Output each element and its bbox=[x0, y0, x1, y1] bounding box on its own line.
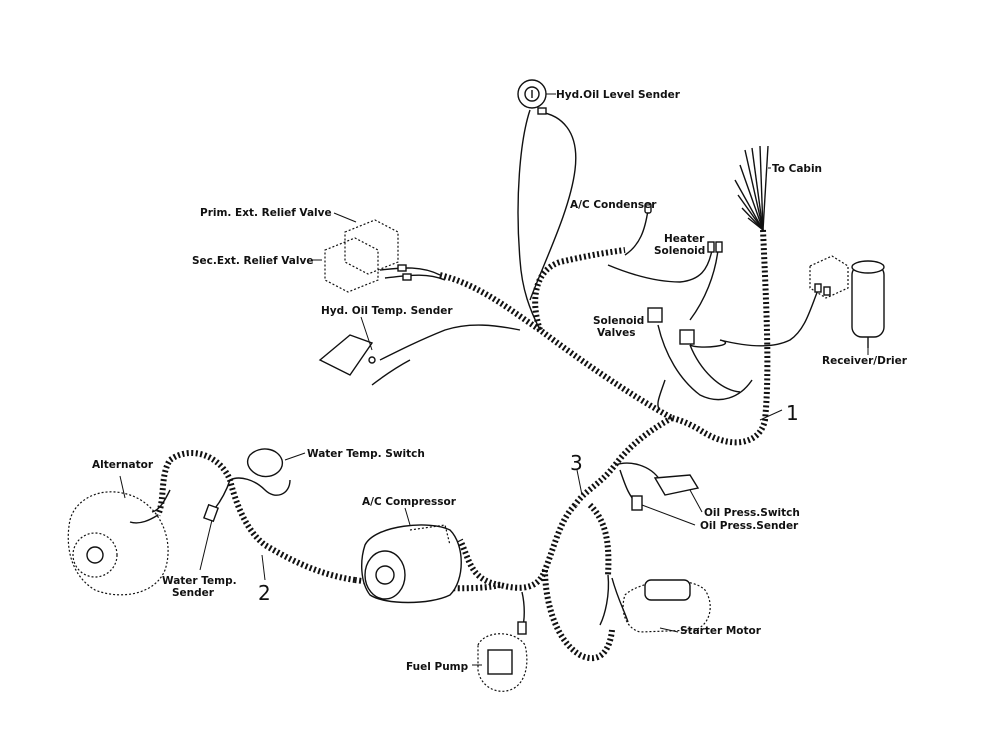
label-oil-press-sender: Oil Press.Sender bbox=[700, 520, 799, 532]
label-water-temp-switch: Water Temp. Switch bbox=[307, 448, 425, 460]
label-water-temp-sender-line1: Water Temp. bbox=[162, 575, 237, 587]
label-solenoid: Solenoid bbox=[654, 245, 705, 257]
alternator bbox=[67, 475, 169, 596]
receiver-drier bbox=[809, 255, 885, 348]
label-hyd-oil-temp-sender: Hyd. Oil Temp. Sender bbox=[321, 305, 453, 317]
hyd-oil-level-sender bbox=[517, 79, 547, 115]
ac-compressor bbox=[361, 507, 462, 604]
starter-motor bbox=[622, 579, 711, 633]
fuel-pump bbox=[477, 621, 528, 692]
callout-3: 3 bbox=[570, 451, 583, 475]
label-oil-press-switch: Oil Press.Switch bbox=[704, 507, 800, 519]
solenoid-valves bbox=[647, 307, 695, 345]
callout-2: 2 bbox=[258, 581, 271, 605]
relief-valves bbox=[324, 219, 412, 293]
label-ac-compressor: A/C Compressor bbox=[362, 496, 457, 508]
label-starter-motor: Starter Motor bbox=[680, 625, 762, 637]
label-prim-ext-relief-valve: Prim. Ext. Relief Valve bbox=[200, 207, 332, 219]
water-temp-sender bbox=[199, 503, 219, 571]
label-water-temp-sender-line2: Sender bbox=[172, 587, 215, 599]
wires bbox=[129, 109, 819, 631]
label-hyd-oil-level-sender: Hyd.Oil Level Sender bbox=[556, 89, 681, 101]
callout-1: 1 bbox=[786, 401, 799, 425]
oil-press-switch bbox=[631, 474, 703, 526]
label-solenoid-valves-line2: Valves bbox=[597, 327, 635, 339]
label-leaders bbox=[261, 93, 869, 666]
label-receiver-drier: Receiver/Drier bbox=[822, 355, 908, 367]
hyd-oil-temp-sender bbox=[318, 334, 376, 376]
label-fuel-pump: Fuel Pump bbox=[406, 661, 469, 673]
water-temp-switch bbox=[246, 448, 306, 478]
label-sec-ext-relief-valve: Sec.Ext. Relief Valve bbox=[192, 255, 313, 267]
label-alternator: Alternator bbox=[92, 459, 154, 471]
heater-solenoid-connector bbox=[707, 241, 723, 253]
label-heater: Heater bbox=[664, 233, 705, 245]
label-ac-condenser: A/C Condenser bbox=[570, 199, 657, 211]
label-to-cabin: To Cabin bbox=[772, 163, 822, 175]
ac-condenser-connector bbox=[644, 202, 652, 214]
label-solenoid-valves-line1: Solenoid bbox=[593, 315, 644, 327]
